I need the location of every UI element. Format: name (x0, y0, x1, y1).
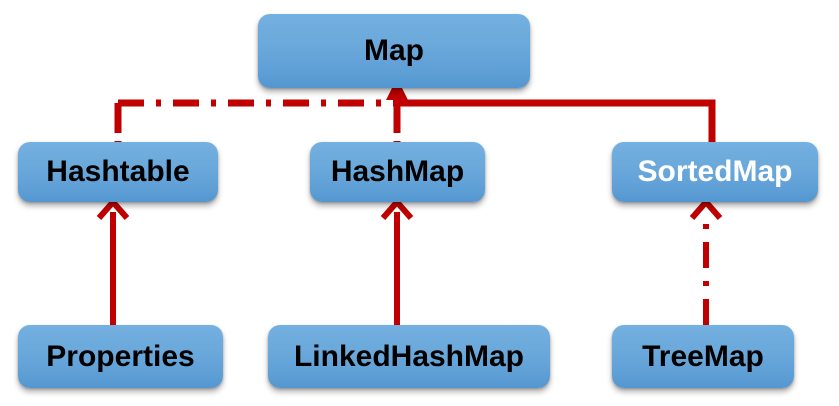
edge-properties-extends-hashtable (96, 197, 130, 325)
node-label-properties: Properties (46, 339, 195, 373)
node-treemap[interactable]: TreeMap (612, 325, 794, 388)
edge-sortedmap-extends-map (397, 99, 716, 142)
node-label-linkedhashmap: LinkedHashMap (293, 339, 525, 373)
node-label-hashmap: HashMap (330, 155, 465, 188)
node-hashmap[interactable]: HashMap (310, 142, 485, 202)
node-label-treemap: TreeMap (642, 339, 764, 373)
edge-linkedhashmap-extends-hashmap (380, 197, 414, 325)
node-properties[interactable]: Properties (18, 325, 223, 388)
node-label-sortedmap: SortedMap (637, 155, 793, 188)
node-hashtable[interactable]: Hashtable (18, 142, 218, 202)
node-label-hashtable: Hashtable (46, 155, 190, 188)
edge-treemap-implements-sortedmap (689, 197, 723, 325)
node-sortedmap[interactable]: SortedMap (612, 142, 818, 202)
edge-hashtable-implements-map (114, 99, 397, 142)
node-linkedhashmap[interactable]: LinkedHashMap (268, 325, 550, 388)
node-label-map: Map (364, 34, 424, 67)
node-map[interactable]: Map (258, 14, 530, 88)
